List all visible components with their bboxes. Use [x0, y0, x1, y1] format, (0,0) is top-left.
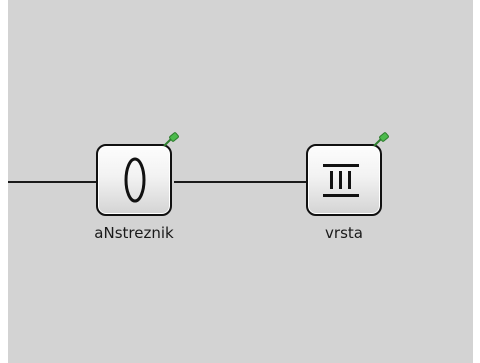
connector-wire-left[interactable]: [8, 181, 96, 183]
node-box-vrsta[interactable]: [306, 144, 382, 216]
node-label: aNstreznik: [94, 224, 174, 242]
ellipse-icon: [124, 157, 146, 203]
queue-bars-icon: [323, 164, 359, 197]
connector-wire-middle[interactable]: [174, 181, 306, 183]
pin-icon: [163, 132, 179, 147]
node-box-anstreznik[interactable]: [96, 144, 172, 216]
node-anstreznik[interactable]: aNstreznik: [94, 132, 179, 264]
pin-icon: [373, 132, 389, 147]
node-label: vrsta: [325, 224, 363, 242]
node-vrsta[interactable]: vrsta: [306, 132, 389, 264]
diagram-canvas[interactable]: aNstreznik vrsta: [8, 0, 473, 363]
